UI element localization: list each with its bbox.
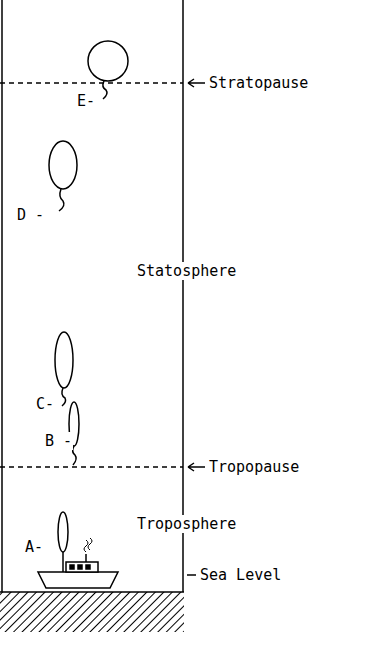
balloon-string bbox=[73, 446, 76, 465]
layer-label: E- bbox=[76, 92, 96, 110]
balloon bbox=[88, 41, 128, 81]
layer-label: Troposphere bbox=[136, 515, 237, 533]
balloon bbox=[55, 332, 73, 388]
pointer-arrow bbox=[188, 463, 205, 471]
balloon-string bbox=[62, 388, 66, 406]
layer-label: B - bbox=[44, 432, 73, 450]
ship-cabin bbox=[66, 562, 98, 572]
ship-window bbox=[86, 565, 90, 569]
smokestack bbox=[85, 554, 87, 562]
ship-window bbox=[78, 565, 82, 569]
balloon bbox=[49, 141, 77, 189]
column-edge bbox=[1, 0, 3, 592]
sea-level-line bbox=[0, 591, 184, 593]
layer-label: Stratopause bbox=[208, 74, 309, 92]
leader-dash bbox=[187, 574, 196, 576]
balloon-string bbox=[59, 189, 64, 211]
ship-window bbox=[70, 565, 74, 569]
balloon-string bbox=[103, 81, 107, 99]
layer-label: Tropopause bbox=[208, 458, 300, 476]
layer-label: Statosphere bbox=[136, 262, 237, 280]
tether bbox=[62, 552, 64, 572]
balloon bbox=[58, 512, 68, 552]
tropopause-line bbox=[0, 466, 183, 468]
smoke bbox=[84, 538, 92, 552]
ship-hull bbox=[38, 572, 118, 588]
layer-label: Sea Level bbox=[199, 566, 282, 584]
layer-label: D - bbox=[16, 206, 45, 224]
stratopause-line bbox=[0, 82, 183, 84]
ground bbox=[0, 592, 184, 632]
layer-label: A- bbox=[24, 538, 44, 556]
pointer-arrow bbox=[188, 79, 205, 87]
column-edge bbox=[182, 0, 184, 592]
layer-label: C- bbox=[35, 395, 55, 413]
